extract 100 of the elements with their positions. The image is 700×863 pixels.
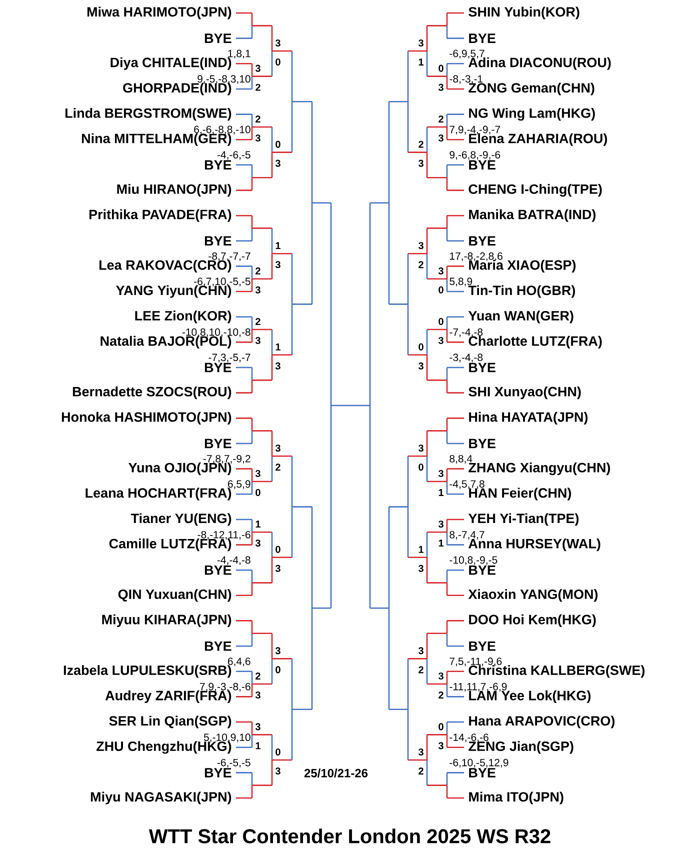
game-scores: -6,10,-5,12,9	[450, 758, 508, 768]
game-scores: -4,-6,-5	[217, 151, 250, 160]
match-score: 0	[418, 464, 424, 471]
player-name: Miu HIRANO(JPN)	[117, 184, 232, 197]
match-score: 2	[418, 140, 424, 148]
game-scores: -6,-5,-5	[217, 758, 250, 768]
match-score: 3	[255, 540, 260, 547]
game-scores: 5,8,9	[450, 278, 472, 286]
player-name: Christina KALLBERG(SWE)	[468, 665, 645, 678]
game-scores: 8,-7,4,7	[450, 530, 484, 540]
player-name: LAM Yee Lok(HKG)	[469, 690, 591, 703]
player-name: BYE	[469, 641, 496, 651]
game-scores: -3,-4,-8	[450, 354, 483, 362]
player-name: ZENG Jian(SGP)	[468, 741, 574, 754]
game-scores: -10,8,10,-10,-8	[182, 328, 250, 338]
game-scores: -6,7,10,-5,-5	[194, 278, 250, 286]
player-name: GHORPADE(IND)	[123, 82, 232, 96]
player-name: Audrey ZARIF(FRA)	[105, 690, 232, 703]
match-score: 1	[438, 540, 444, 547]
match-score: 0	[276, 748, 280, 756]
match-score: 0	[438, 723, 444, 730]
player-name: SHIN Yubin(KOR)	[468, 6, 580, 20]
player-name: Miwa HARIMOTO(JPN)	[87, 6, 232, 20]
match-score: 3	[438, 84, 444, 91]
player-name: DOO Hoi Kem(HKG)	[469, 614, 596, 627]
player-name: BYE	[204, 641, 232, 651]
match-score: 0	[276, 58, 280, 66]
game-scores: 9,-5,-8,3,10	[198, 75, 250, 84]
player-name: YEH Yi-Tian(TPE)	[468, 513, 579, 526]
game-scores: 7,5,-11,-9,6	[450, 658, 502, 666]
player-name: BYE	[204, 438, 232, 448]
player-name: Camille LUTZ(FRA)	[109, 538, 232, 552]
match-score: 3	[275, 647, 280, 654]
player-name: Lea RAKOVAC(CRO)	[99, 260, 232, 272]
player-name: BYE	[469, 34, 496, 43]
player-name: Maria XIAO(ESP)	[469, 260, 576, 272]
match-score: 3	[275, 160, 280, 167]
match-score: 3	[275, 261, 280, 268]
match-score: 3	[255, 134, 260, 142]
player-name: Leana HOCHART(FRA)	[86, 488, 232, 500]
player-name: BYE	[204, 768, 232, 778]
match-score: 1	[438, 489, 444, 496]
game-scores: 6,5,9	[228, 480, 250, 489]
match-score: 3	[438, 470, 444, 478]
game-scores: -14,-6,-6	[450, 734, 488, 742]
match-score: 1	[276, 242, 280, 250]
game-scores: 17,-8,-2,8,6	[450, 252, 502, 262]
player-name: BYE	[469, 565, 496, 575]
player-name: BYE	[469, 236, 496, 246]
game-scores: -8,7,-7,-7	[208, 252, 250, 262]
player-name: Hina HAYATA(JPN)	[469, 412, 588, 424]
match-score: 1	[256, 520, 260, 528]
match-score: 3	[255, 470, 260, 478]
match-score: 0	[276, 140, 280, 148]
match-score: 2	[418, 666, 424, 674]
player-name: Miyu NAGASAKI(JPN)	[90, 792, 232, 804]
player-name: BYE	[469, 438, 496, 448]
player-name: BYE	[469, 768, 496, 778]
match-score: 2	[418, 261, 424, 268]
match-score: 3	[418, 444, 424, 452]
match-score: 2	[438, 116, 444, 122]
player-name: QIN Yuxuan(CHN)	[118, 589, 232, 602]
match-score: 3	[418, 242, 424, 250]
game-scores: 5,-10,9,10	[204, 734, 250, 742]
match-score: 3	[275, 767, 280, 775]
player-name: BYE	[204, 160, 232, 170]
player-name: Mima ITO(JPN)	[469, 792, 564, 804]
game-scores: -6,9,5,7	[450, 50, 484, 58]
match-score: 3	[255, 723, 260, 730]
match-score: 1	[276, 343, 280, 350]
match-score: 3	[255, 336, 260, 344]
match-score: 2	[256, 318, 260, 325]
player-name: LEE Zion(KOR)	[135, 310, 232, 324]
match-score: 3	[418, 160, 424, 167]
player-name: HAN Feier(CHN)	[469, 488, 571, 500]
match-score: 3	[418, 39, 424, 47]
game-scores: -7,8,7,-9,2	[203, 454, 250, 464]
match-score: 1	[418, 58, 424, 66]
match-score: 2	[256, 267, 260, 274]
player-name: Linda BERGSTROM(SWE)	[65, 108, 232, 121]
game-scores: 6,4,6	[228, 658, 250, 666]
game-scores: -8,-12,11,-6	[198, 530, 250, 540]
player-name: Yuan WAN(GER)	[468, 310, 574, 324]
player-name: Tianer YU(ENG)	[130, 513, 232, 526]
player-name: BYE	[204, 362, 232, 372]
match-score: 3	[438, 336, 444, 344]
match-score: 3	[438, 672, 444, 680]
player-name: Adina DIACONU(ROU)	[468, 57, 611, 70]
match-score: 1	[418, 546, 424, 553]
game-scores: -7,-4,-8	[450, 328, 483, 338]
match-score: 3	[438, 134, 444, 142]
player-name: SER Lin Qian(SGP)	[109, 716, 232, 728]
match-score: 3	[275, 564, 280, 572]
game-scores: -11,11,7,-6,9	[450, 682, 507, 692]
player-name: Diya CHITALE(IND)	[110, 57, 232, 70]
player-name: Prithika PAVADE(FRA)	[89, 209, 232, 222]
match-score: 3	[438, 742, 444, 750]
player-name: YANG Yiyun(CHN)	[116, 285, 232, 298]
player-name: Manika BATRA(IND)	[469, 209, 596, 222]
player-name: Natalia BAJOR(POL)	[100, 336, 232, 348]
